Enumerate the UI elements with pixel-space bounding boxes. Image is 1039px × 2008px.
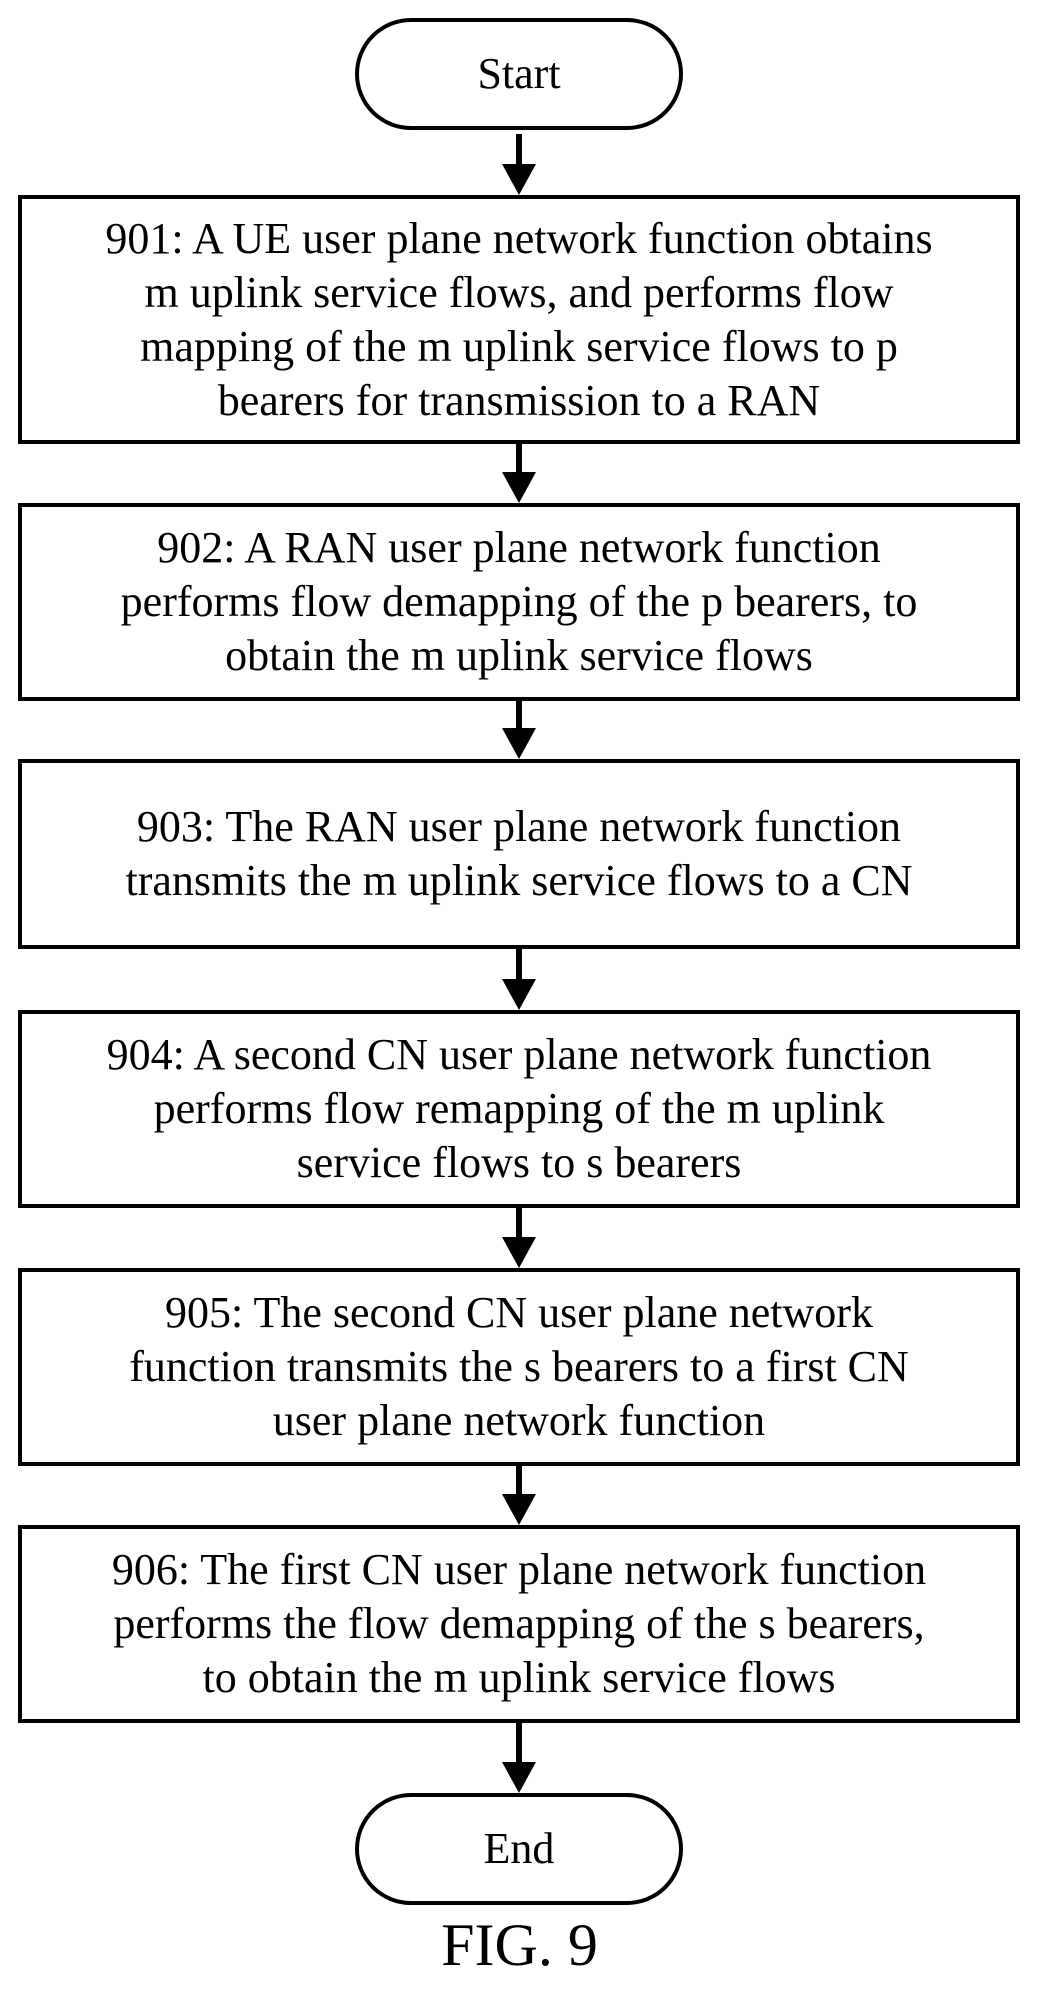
step-902-box: 902: A RAN user plane network function p…: [18, 503, 1020, 701]
step-901-box: 901: A UE user plane network function ob…: [18, 195, 1020, 444]
step-906-line: to obtain the m uplink service flows: [112, 1651, 926, 1705]
step-905-line: user plane network function: [129, 1394, 909, 1448]
step-904-line: service flows to s bearers: [107, 1136, 932, 1190]
step-901-line: 901: A UE user plane network function ob…: [105, 212, 932, 266]
step-902-text: 902: A RAN user plane network function p…: [121, 521, 918, 683]
step-901-line: m uplink service flows, and performs flo…: [105, 266, 932, 320]
arrow-904-to-905: [502, 1208, 536, 1268]
step-905-line: function transmits the s bearers to a fi…: [129, 1340, 909, 1394]
step-903-line: transmits the m uplink service flows to …: [126, 854, 913, 908]
step-901-line: mapping of the m uplink service flows to…: [105, 320, 932, 374]
arrow-903-to-904: [502, 949, 536, 1010]
step-903-line: 903: The RAN user plane network function: [126, 800, 913, 854]
arrow-901-to-902: [502, 444, 536, 503]
step-902-line: obtain the m uplink service flows: [121, 629, 918, 683]
step-904-line: performs flow remapping of the m uplink: [107, 1082, 932, 1136]
start-label: Start: [477, 52, 560, 96]
end-terminal: End: [355, 1793, 683, 1905]
step-905-line: 905: The second CN user plane network: [129, 1286, 909, 1340]
step-905-text: 905: The second CN user plane network fu…: [129, 1286, 909, 1448]
step-904-line: 904: A second CN user plane network func…: [107, 1028, 932, 1082]
step-902-line: 902: A RAN user plane network function: [121, 521, 918, 575]
step-901-line: bearers for transmission to a RAN: [105, 374, 932, 428]
figure-caption: FIG. 9: [0, 1915, 1039, 1975]
step-903-text: 903: The RAN user plane network function…: [126, 800, 913, 908]
step-906-line: performs the flow demapping of the s bea…: [112, 1597, 926, 1651]
start-terminal: Start: [355, 18, 683, 130]
step-904-text: 904: A second CN user plane network func…: [107, 1028, 932, 1190]
step-904-box: 904: A second CN user plane network func…: [18, 1010, 1020, 1208]
arrow-902-to-903: [502, 701, 536, 759]
arrow-start-to-901: [502, 134, 536, 195]
step-906-box: 906: The first CN user plane network fun…: [18, 1525, 1020, 1723]
end-label: End: [484, 1827, 555, 1871]
arrow-905-to-906: [502, 1466, 536, 1525]
step-901-text: 901: A UE user plane network function ob…: [105, 212, 932, 428]
step-902-line: performs flow demapping of the p bearers…: [121, 575, 918, 629]
arrow-906-to-end: [502, 1723, 536, 1793]
step-906-line: 906: The first CN user plane network fun…: [112, 1543, 926, 1597]
step-903-box: 903: The RAN user plane network function…: [18, 759, 1020, 949]
step-905-box: 905: The second CN user plane network fu…: [18, 1268, 1020, 1466]
step-906-text: 906: The first CN user plane network fun…: [112, 1543, 926, 1705]
